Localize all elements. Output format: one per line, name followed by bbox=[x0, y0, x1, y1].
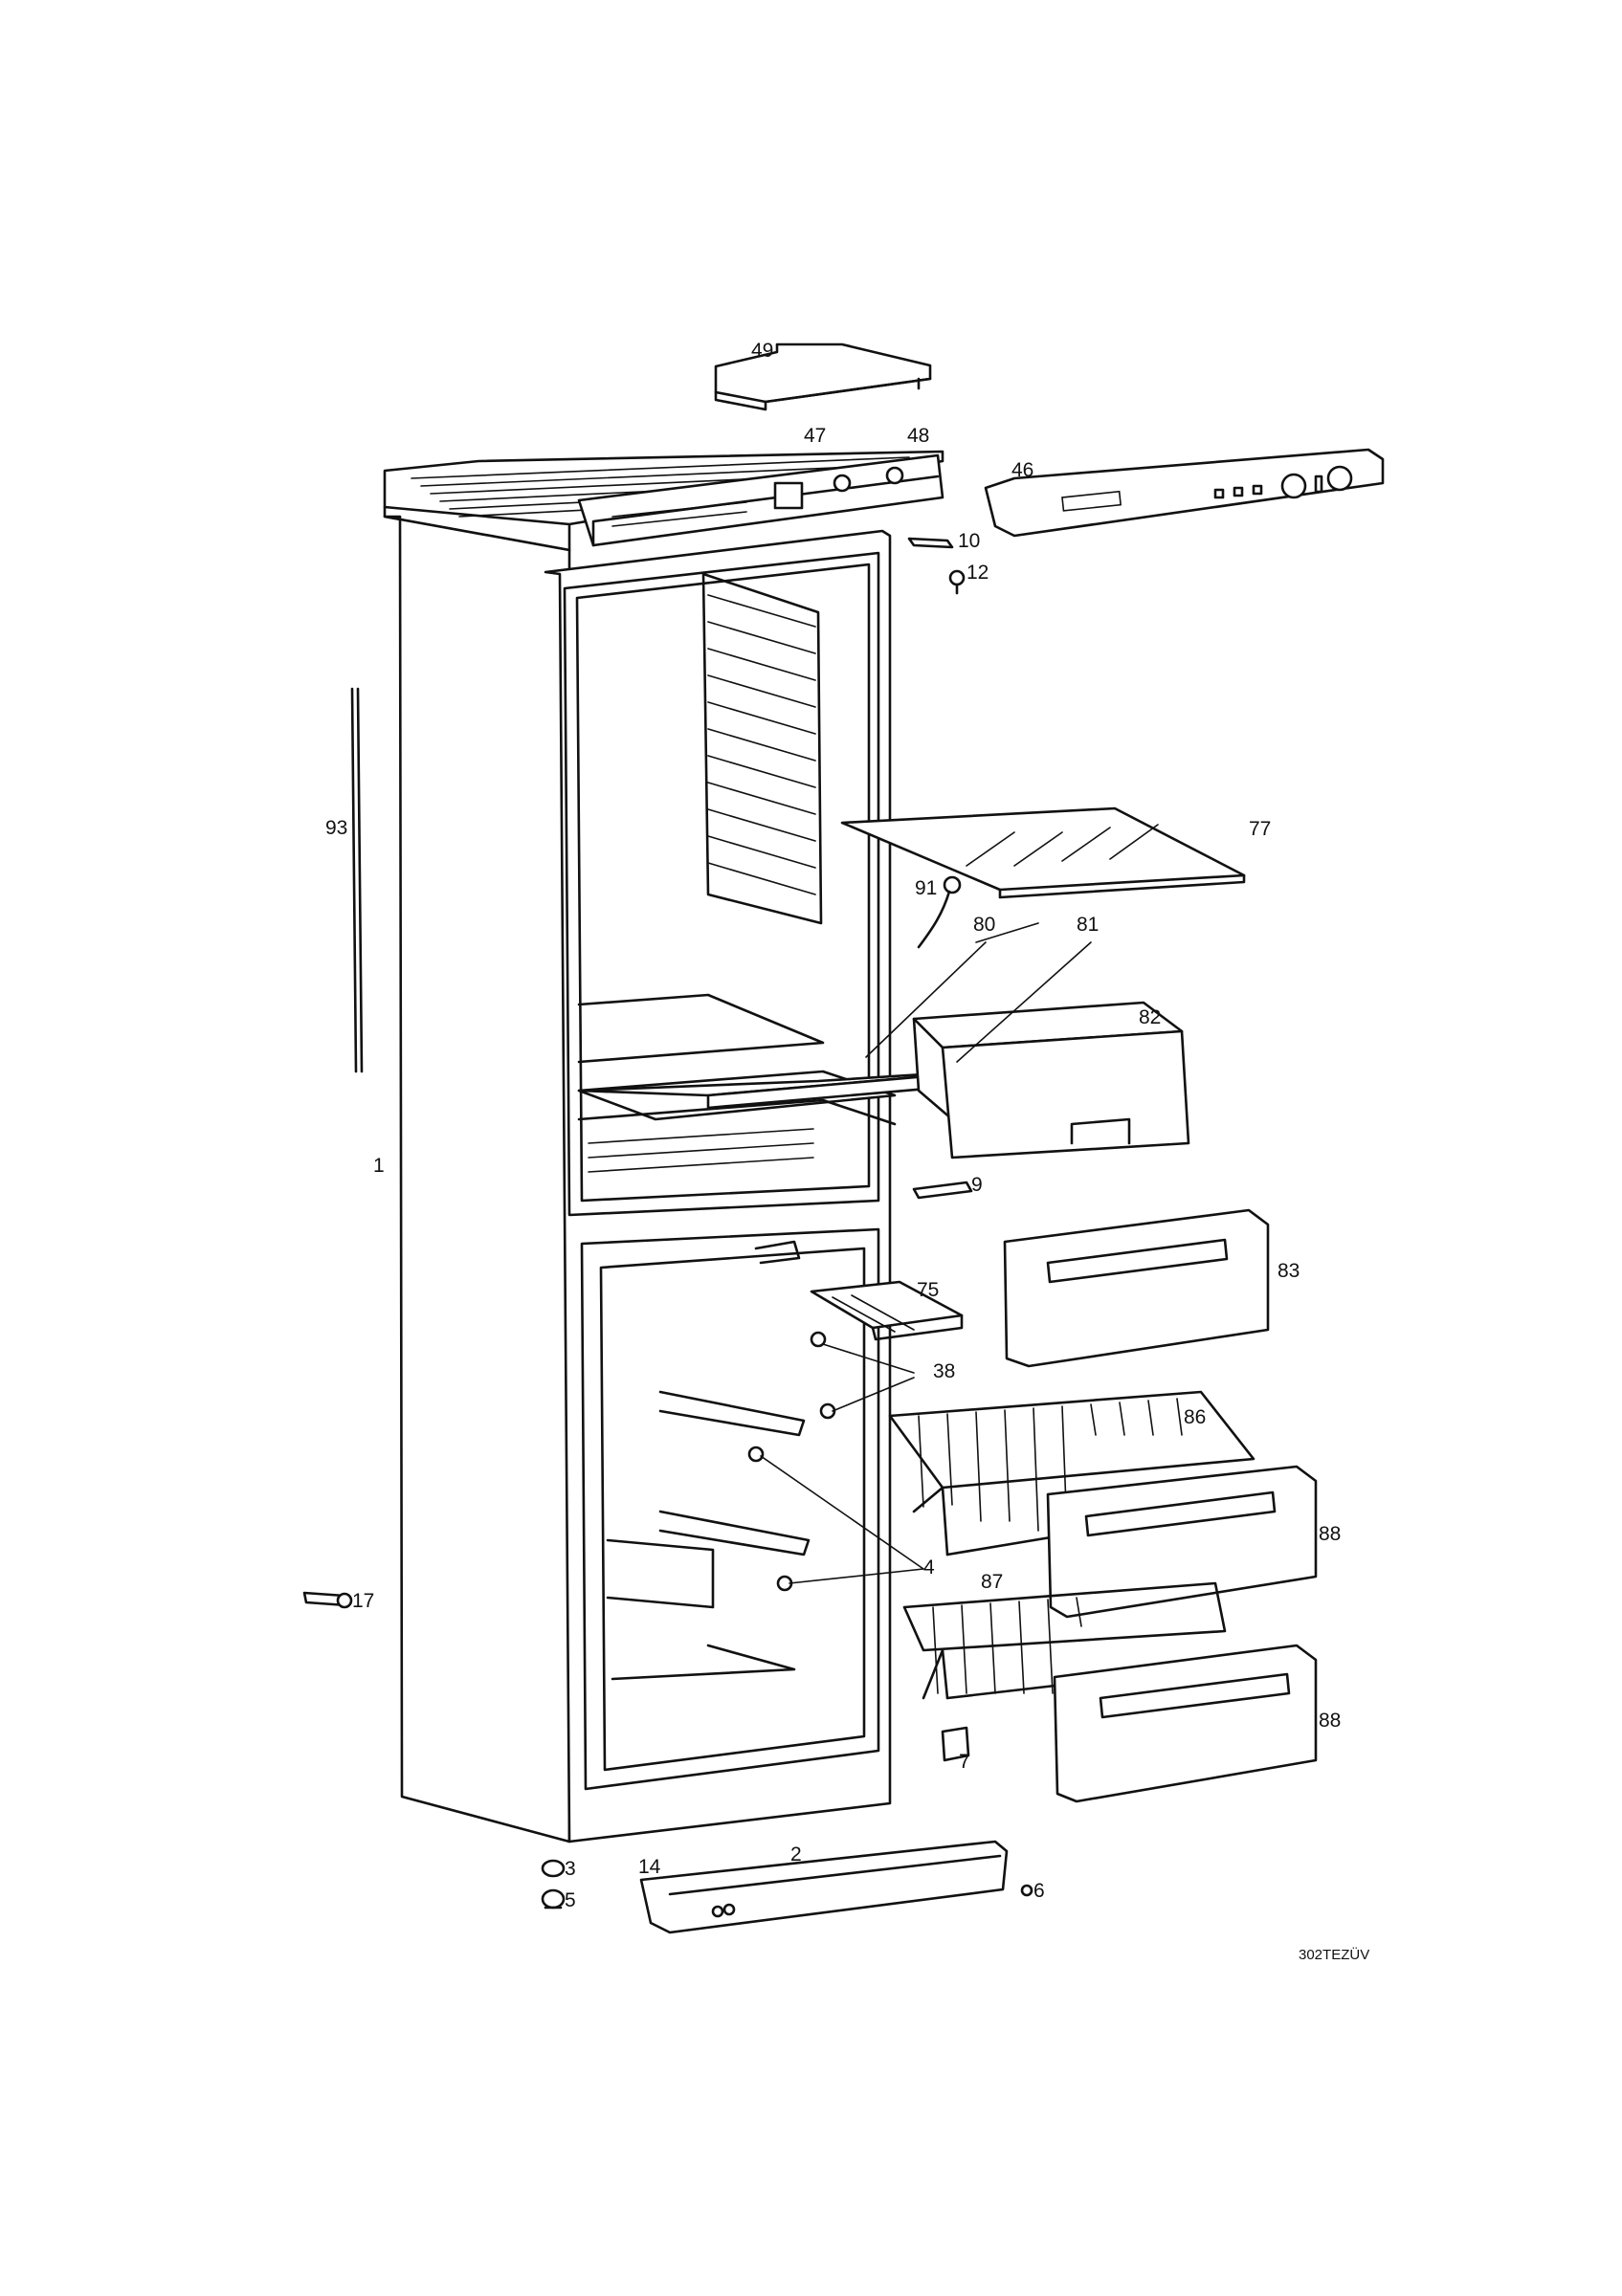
callout-14: 14 bbox=[638, 1856, 661, 1878]
callout-91: 91 bbox=[915, 877, 937, 899]
part-77-glass-shelf bbox=[840, 806, 1246, 899]
part-6-screw bbox=[1020, 1884, 1033, 1897]
part-49-top-cover bbox=[714, 342, 932, 411]
part-86-wire-basket bbox=[888, 1390, 1255, 1556]
part-82-crisper-drawer bbox=[912, 1001, 1190, 1159]
part-10-hinge-plate bbox=[907, 537, 954, 549]
callout-82: 82 bbox=[1139, 1006, 1161, 1028]
drawing-code: 302TEZÜV bbox=[1299, 1946, 1369, 1963]
callout-88b: 88 bbox=[1319, 1710, 1341, 1732]
part-46-control-panel bbox=[984, 448, 1385, 538]
part-87-wire-basket bbox=[902, 1581, 1227, 1700]
part-9-bracket bbox=[912, 1181, 973, 1200]
freezer-rails bbox=[606, 1240, 836, 1681]
part-1-cabinet bbox=[383, 450, 944, 1843]
part-47-48-control-housing bbox=[577, 453, 944, 547]
part-88-drawer-front-upper bbox=[1046, 1465, 1318, 1619]
part-17-hinge-pin bbox=[302, 1591, 353, 1609]
part-3-foot bbox=[541, 1859, 566, 1878]
callout-46: 46 bbox=[1011, 459, 1033, 481]
part-7-hinge bbox=[941, 1726, 970, 1762]
callout-12: 12 bbox=[967, 562, 989, 584]
callout-86: 86 bbox=[1184, 1406, 1206, 1428]
callout-2: 2 bbox=[790, 1843, 802, 1866]
part-88-drawer-front-lower bbox=[1053, 1644, 1318, 1803]
callout-10: 10 bbox=[958, 530, 980, 552]
part-2-plinth bbox=[639, 1840, 1009, 1934]
callout-6: 6 bbox=[1033, 1880, 1045, 1902]
callout-3: 3 bbox=[565, 1858, 576, 1880]
callout-9: 9 bbox=[971, 1174, 983, 1196]
callout-labels: 49 47 48 46 10 12 93 77 91 80 81 82 1 9 … bbox=[325, 340, 1369, 1963]
callout-17: 17 bbox=[352, 1590, 374, 1612]
callout-48: 48 bbox=[907, 425, 929, 447]
callout-38: 38 bbox=[933, 1360, 955, 1382]
part-5-adjustable-foot bbox=[541, 1888, 566, 1910]
callout-88a: 88 bbox=[1319, 1523, 1341, 1545]
leader-lines bbox=[760, 922, 1092, 1584]
callout-75: 75 bbox=[917, 1279, 939, 1301]
part-75-ice-tray bbox=[810, 1280, 964, 1341]
callout-5: 5 bbox=[565, 1889, 576, 1911]
callout-1: 1 bbox=[373, 1155, 385, 1177]
part-83-freezer-flap bbox=[1003, 1208, 1270, 1368]
callout-4: 4 bbox=[923, 1556, 935, 1578]
callout-77: 77 bbox=[1249, 818, 1271, 840]
part-93-door-seal bbox=[350, 687, 364, 1073]
callout-87: 87 bbox=[981, 1571, 1003, 1593]
callout-83: 83 bbox=[1278, 1260, 1300, 1282]
part-12-screw bbox=[948, 569, 966, 595]
callout-93: 93 bbox=[325, 817, 347, 839]
part-91-sensor-cable bbox=[917, 875, 962, 949]
evaporator-rack bbox=[701, 572, 823, 925]
callout-47: 47 bbox=[804, 425, 826, 447]
callout-7: 7 bbox=[959, 1751, 970, 1773]
callout-49: 49 bbox=[751, 340, 773, 362]
callout-80: 80 bbox=[973, 914, 995, 936]
callout-81: 81 bbox=[1077, 914, 1099, 936]
